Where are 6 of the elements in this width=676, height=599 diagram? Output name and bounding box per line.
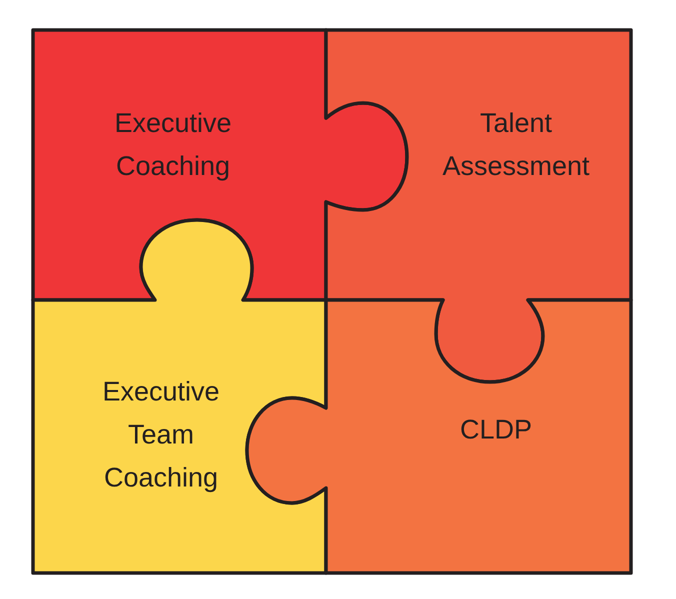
piece-label: CLDP [460, 414, 532, 446]
piece-label: Executive Team Coaching [101, 376, 221, 494]
puzzle-piece [31, 218, 328, 575]
puzzle-piece [245, 298, 633, 575]
piece-label: Executive Coaching [113, 107, 233, 183]
piece-label: Talent Assessment [441, 107, 591, 183]
